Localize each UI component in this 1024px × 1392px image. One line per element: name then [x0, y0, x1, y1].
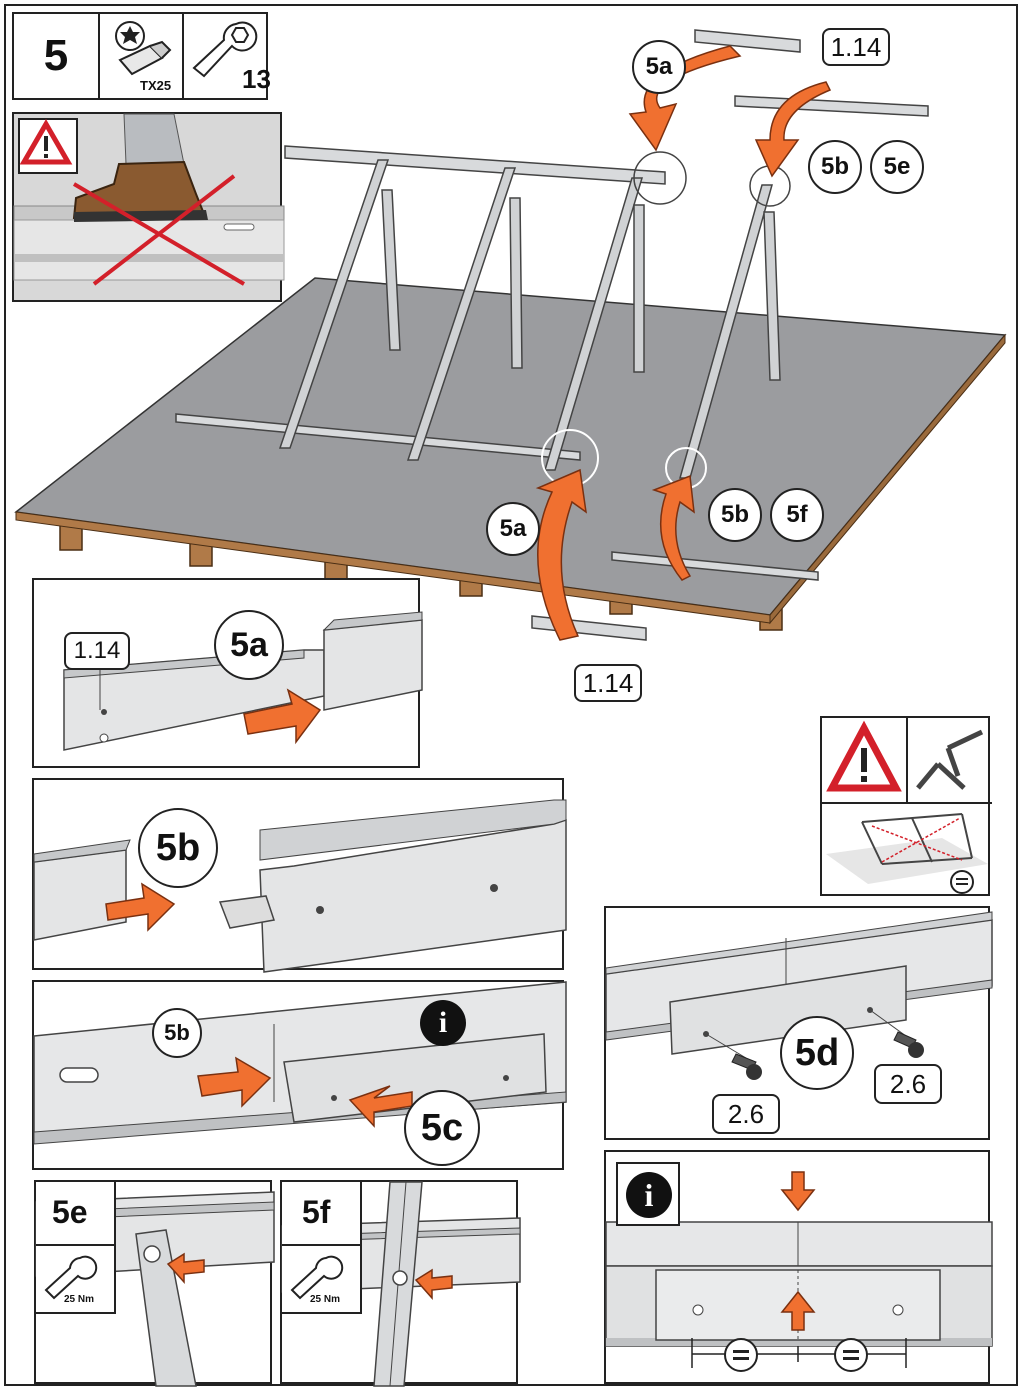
top-rail-part: [694, 29, 801, 53]
callout-5f-bottom: 5f: [770, 488, 824, 542]
detail-5e-step: 5e: [52, 1194, 88, 1230]
warning-panel-diagonal: [820, 716, 992, 896]
detail-5d-screw-right: 2.6: [874, 1064, 942, 1104]
diagonal-measure-illustration: [826, 813, 988, 894]
tool-bit-label: TX25: [140, 78, 172, 93]
bottom-rail-right: [611, 551, 819, 581]
wrench-icon: [44, 1255, 98, 1300]
detail-5d-screw-left: 2.6: [712, 1094, 780, 1134]
detail-5a-panel: 1.14 5a: [32, 578, 423, 768]
prohibited-cross: [72, 174, 246, 286]
detail-5d-panel: 5d 2.6 2.6: [604, 906, 993, 1140]
main-assembly-illustration: [14, 29, 1007, 641]
detail-5a-callout: 5a: [214, 610, 284, 680]
callout-5b-bottom: 5b: [708, 488, 762, 542]
folding-strut-icon: [916, 729, 984, 790]
detail-5a-part-label: 1.14: [64, 632, 130, 670]
detail-5b-panel: 5b: [32, 778, 567, 973]
step-header: 5 TX25 13: [12, 12, 271, 100]
warning-icon: [826, 720, 902, 792]
warning-panel-no-step: [12, 112, 285, 302]
part-label-bottom: 1.14: [574, 664, 642, 702]
torx-bit-icon: [115, 21, 172, 76]
equal-icon: [834, 1338, 868, 1372]
part-label-top: 1.14: [822, 28, 890, 66]
instruction-frame: [4, 4, 1018, 1386]
bottom-rail: [175, 413, 581, 461]
step-number: 5: [43, 31, 69, 80]
top-rail-new: [734, 95, 929, 117]
wrench-icon: [192, 21, 258, 78]
detail-5f-step: 5f: [302, 1194, 331, 1230]
equal-icon: [724, 1338, 758, 1372]
detail-5e-panel: 5e 25 Nm: [34, 1180, 275, 1387]
wrench-size-label: 13: [242, 64, 271, 94]
mounting-struts: [278, 159, 781, 479]
detail-5c-callout-5c: 5c: [404, 1090, 480, 1166]
wrench-icon: [290, 1255, 344, 1300]
detail-5b-callout: 5b: [138, 808, 218, 888]
info-icon: i: [616, 1162, 680, 1226]
callout-5a-bottom: 5a: [486, 502, 540, 556]
callout-5e-top: 5e: [870, 140, 924, 194]
detail-5f-panel: 5f 25 Nm: [280, 1180, 521, 1387]
loose-rail-part: [531, 615, 647, 641]
detail-5e-torque: 25 Nm: [64, 1294, 95, 1305]
info-centered-joint-panel: i: [604, 1150, 993, 1384]
warning-icon: [18, 118, 78, 174]
detail-5f-torque: 25 Nm: [310, 1294, 341, 1305]
detail-5c-callout-5b: 5b: [152, 1008, 202, 1058]
orange-arrows: [535, 45, 832, 641]
boot-on-rail-illustration: [13, 113, 285, 281]
info-icon: i: [420, 1000, 466, 1046]
callout-5a-top: 5a: [632, 40, 686, 94]
top-rail: [284, 145, 666, 185]
callout-5b-top: 5b: [808, 140, 862, 194]
detail-5c-panel: 5b i 5c: [32, 980, 567, 1170]
detail-5d-callout: 5d: [780, 1016, 854, 1090]
